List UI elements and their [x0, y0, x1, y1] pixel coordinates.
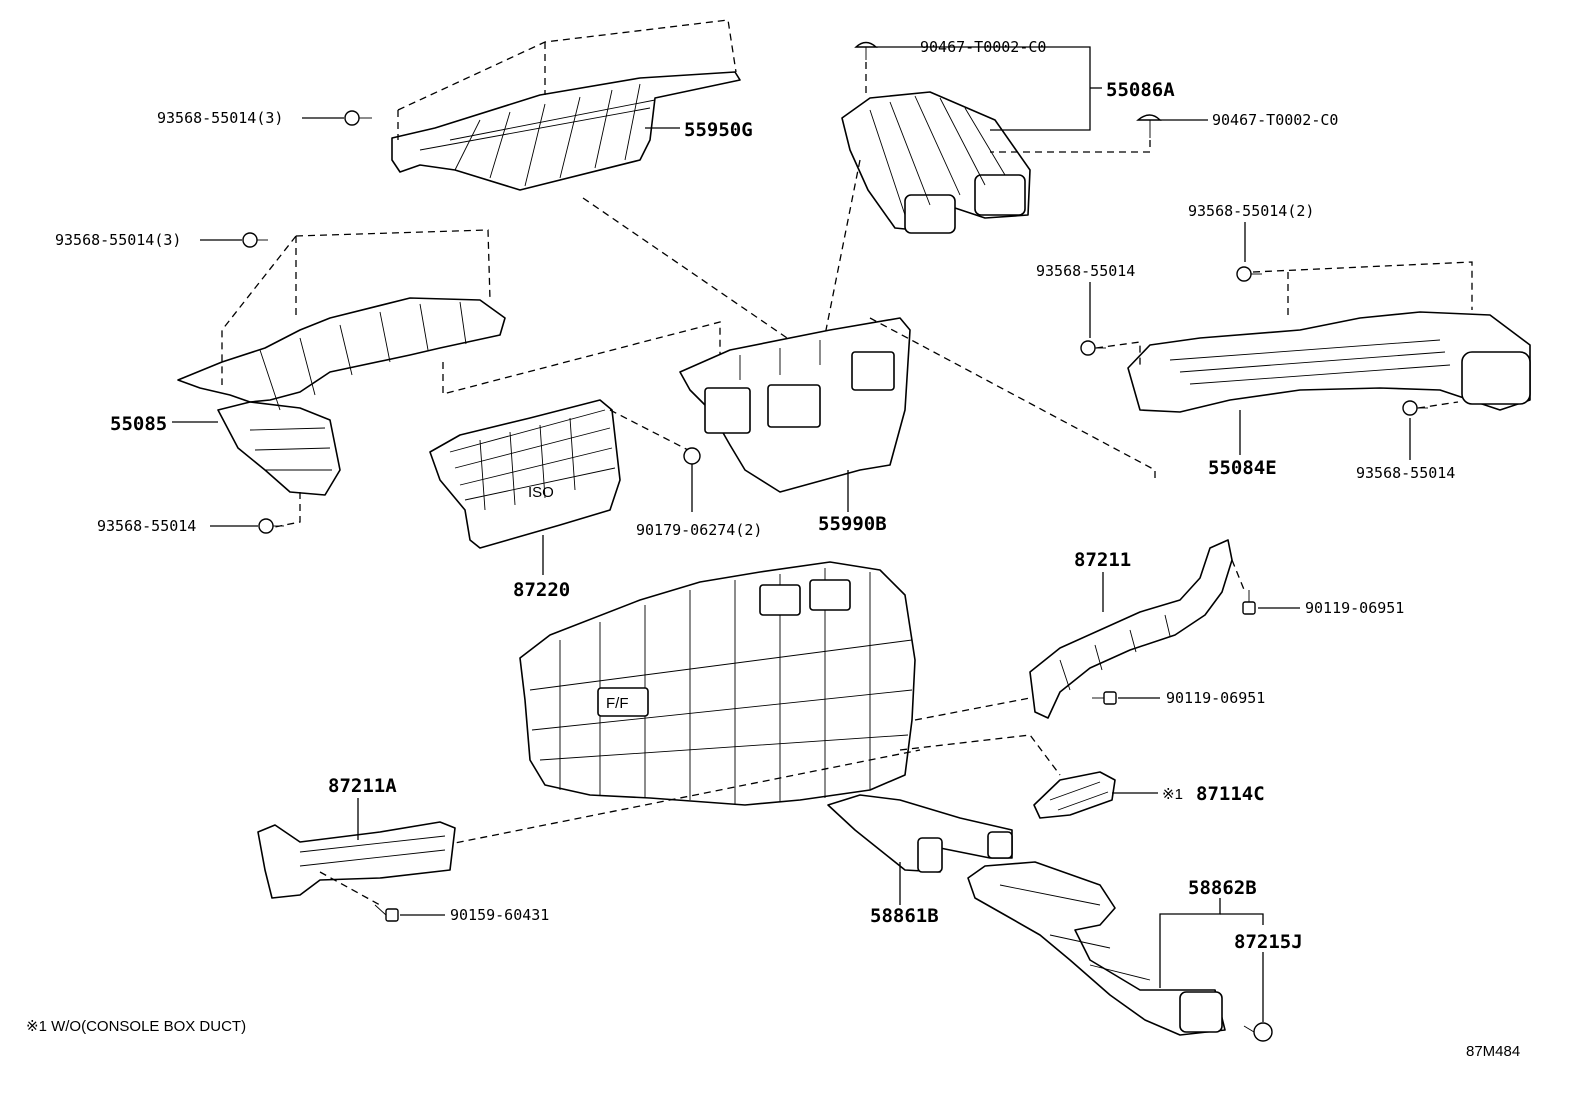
part-58861b-drawing [827, 794, 1013, 873]
label-55990b: 55990B [818, 513, 887, 535]
label-87215j: 87215J [1234, 931, 1303, 953]
label-58861b: 58861B [870, 905, 939, 927]
label-87220: 87220 [513, 579, 570, 601]
label-nut-87220: 90179-06274(2) [636, 521, 762, 539]
label-55085: 55085 [110, 413, 167, 435]
label-87211a: 87211A [328, 775, 397, 797]
nut-icon [683, 447, 701, 465]
bolt-icon [1242, 590, 1256, 615]
bolt-icon [374, 904, 399, 922]
part-55950g-drawing [391, 71, 741, 191]
label-bolt-87211-upper: 90119-06951 [1305, 599, 1404, 617]
part-87211-drawing [1029, 539, 1233, 719]
part-55085-drawing [177, 297, 506, 496]
label-58862b: 58862B [1188, 877, 1257, 899]
label-screw-55084e-left: 93568-55014 [1036, 262, 1135, 280]
part-87211a-drawing [257, 821, 456, 899]
part-55086a-drawing [841, 91, 1031, 234]
hvac-unit-drawing: F/F [519, 561, 916, 806]
label-55086a: 55086A [1106, 79, 1175, 101]
label-screw-55084e-top: 93568-55014(2) [1188, 202, 1314, 220]
part-87114c-drawing [1033, 771, 1116, 819]
part-87220-drawing: ISO [429, 399, 621, 549]
label-screw-55950g: 93568-55014(3) [157, 109, 283, 127]
screw-icon [1402, 400, 1428, 416]
label-bolt-87211-lower: 90119-06951 [1166, 689, 1265, 707]
label-screw-55084e-right: 93568-55014 [1356, 464, 1455, 482]
clip-icon [1243, 1022, 1273, 1042]
part-58862b-drawing [967, 861, 1226, 1036]
screw-icon [258, 518, 284, 534]
screw-icon [1236, 266, 1262, 282]
svg-text:F/F: F/F [606, 695, 629, 712]
label-bolt-87211a: 90159-60431 [450, 906, 549, 924]
ref-mark-1: ※1 [1162, 786, 1183, 803]
label-clip-top: 90467-T0002-C0 [920, 38, 1046, 56]
diagram-code: 87M484 [1466, 1043, 1520, 1060]
part-55990b-drawing [679, 317, 911, 493]
screw-icon [1080, 340, 1106, 356]
label-screw-55085-top: 93568-55014(3) [55, 231, 181, 249]
label-87114c: 87114C [1196, 783, 1265, 805]
part-55084e-drawing [1127, 311, 1531, 413]
label-87211: 87211 [1074, 549, 1131, 571]
svg-text:ISO: ISO [528, 484, 554, 501]
screw-icon [242, 232, 268, 248]
clip-icon [854, 41, 878, 60]
footnote: ※1 W/O(CONSOLE BOX DUCT) [26, 1018, 246, 1035]
label-screw-55085-bottom: 93568-55014 [97, 517, 196, 535]
label-55084e: 55084E [1208, 457, 1277, 479]
bolt-icon [1092, 691, 1117, 705]
label-55950g: 55950G [684, 119, 753, 141]
clip-icon [1136, 114, 1162, 138]
screw-icon [344, 110, 372, 126]
label-clip-right: 90467-T0002-C0 [1212, 111, 1338, 129]
